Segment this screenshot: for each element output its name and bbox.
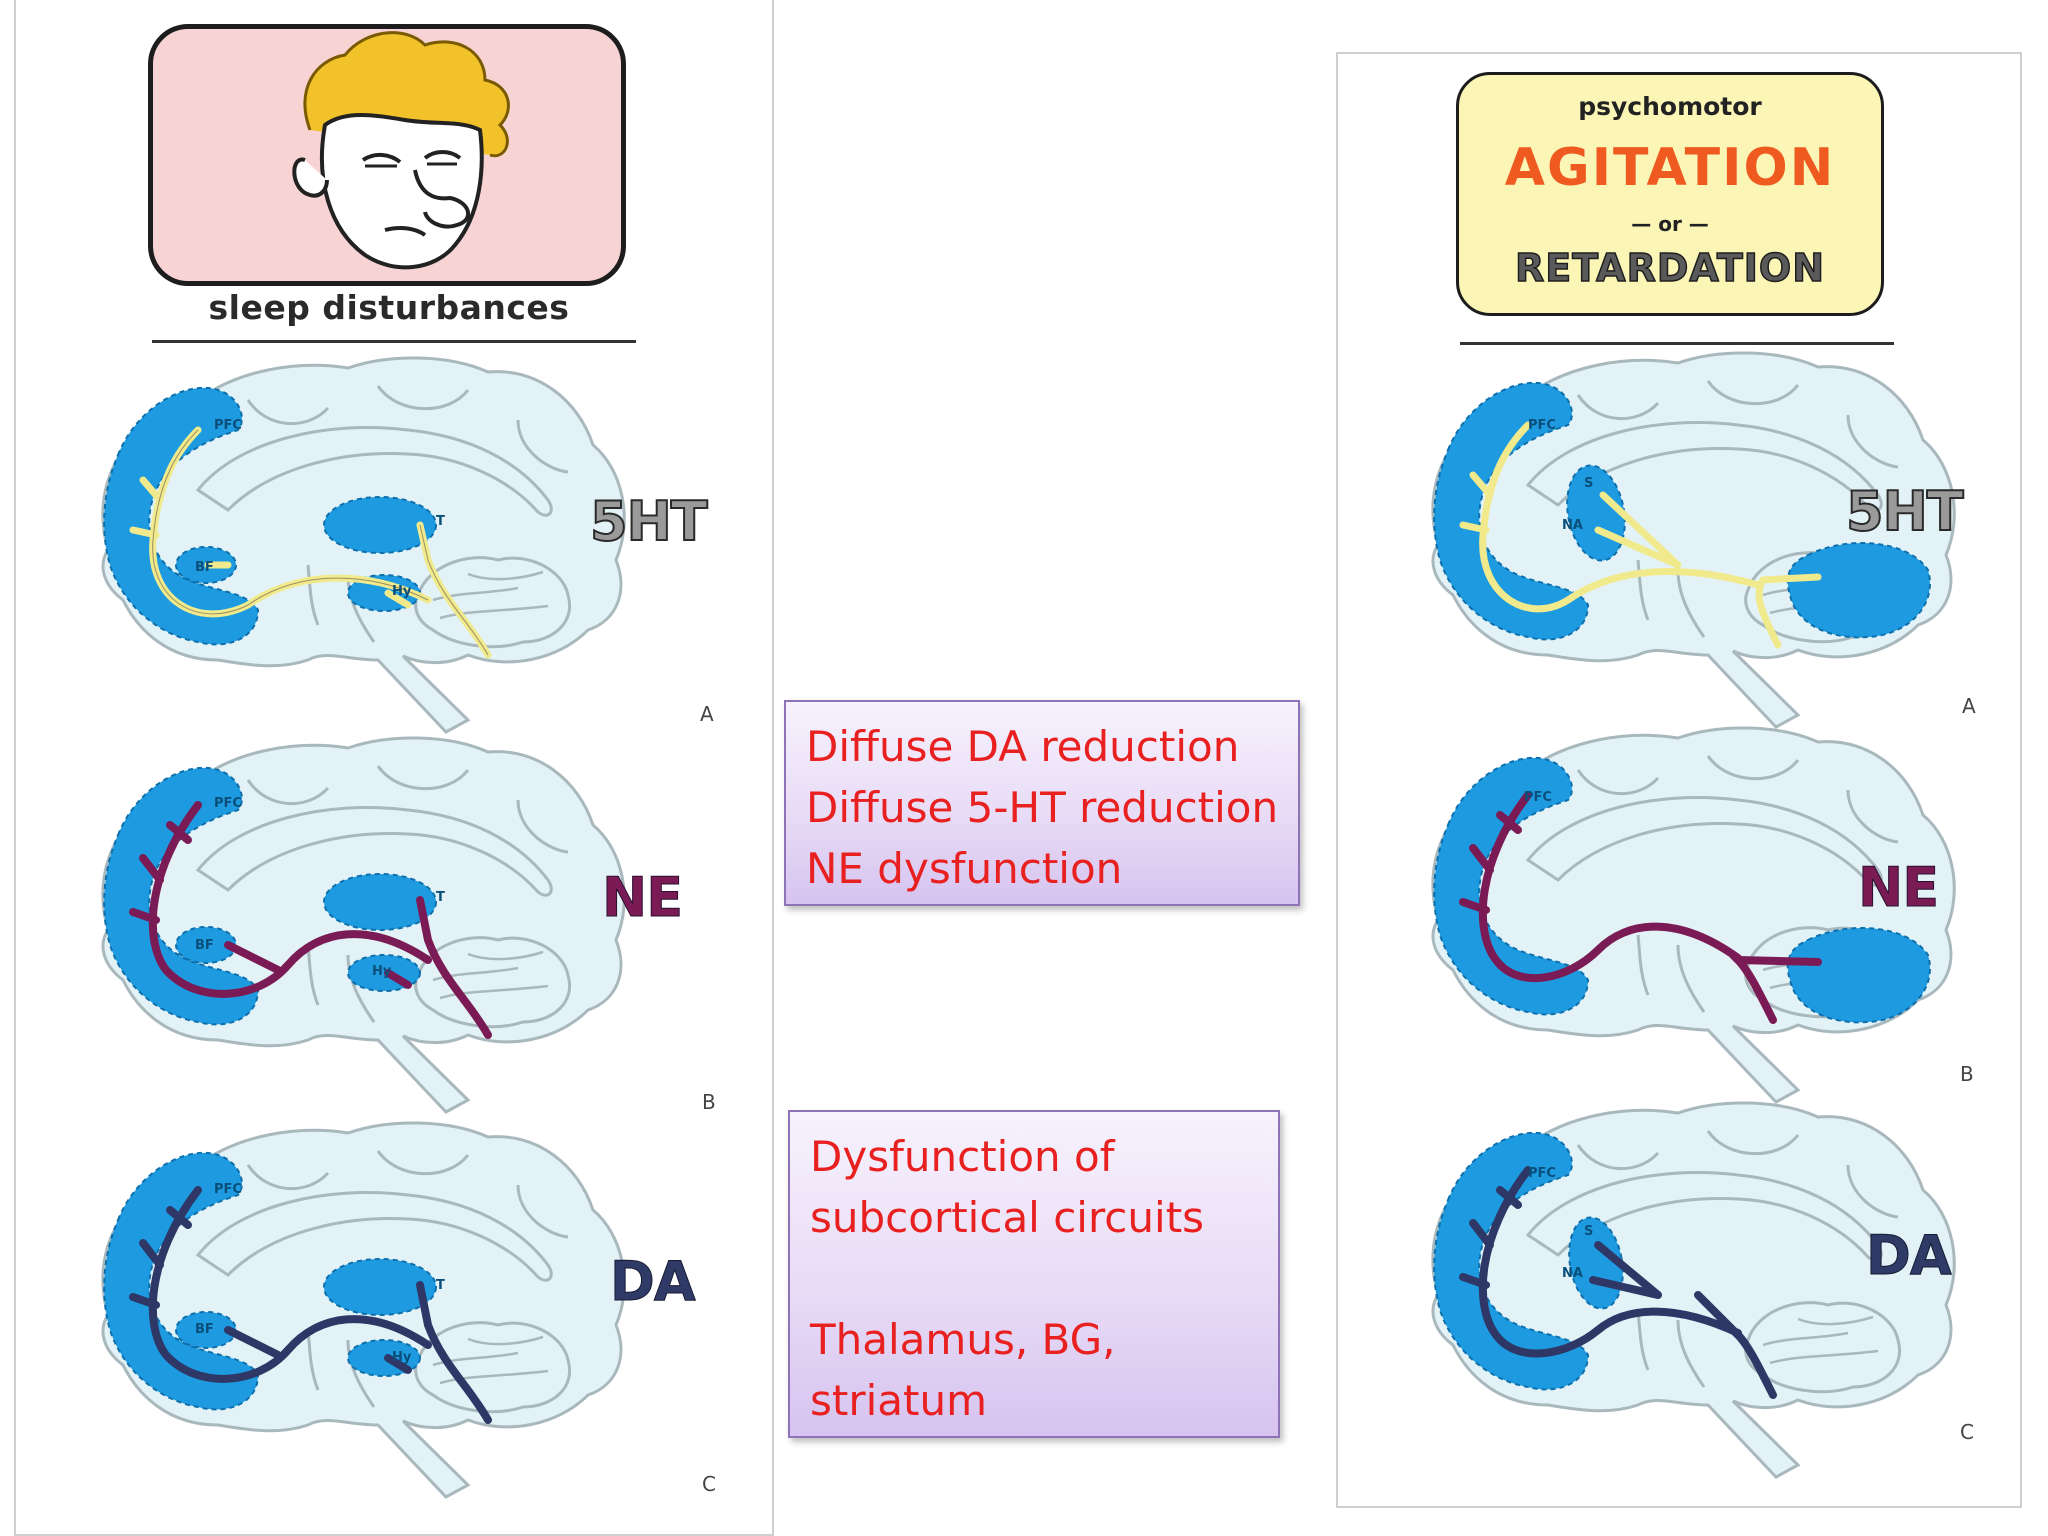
or-label: — or — [1631, 212, 1709, 236]
right-5ht-na-label: NA [1562, 518, 1583, 533]
psychomotor-label: psychomotor [1578, 92, 1762, 121]
left-5ht-label: 5HT [589, 489, 709, 554]
right-ne-label: NE [1857, 856, 1939, 920]
left-ne-label: NE [601, 866, 683, 930]
right-ne-pfc-label: PFC [1524, 790, 1552, 805]
right-da-pfc-label: PFC [1528, 1166, 1556, 1181]
left-da-pfc-label: PFC [214, 1182, 242, 1197]
left-letter-a: A [700, 702, 714, 726]
right-brain-da [1431, 1101, 1956, 1479]
left-5ht-bf-label: BF [195, 560, 214, 575]
note-line: Diffuse 5-HT reduction [806, 783, 1279, 832]
right-da-s-label: S [1584, 1224, 1594, 1239]
subcortical-circuit-note: Dysfunction of subcortical circuits Thal… [788, 1110, 1280, 1438]
agitation-label: AGITATION [1504, 138, 1836, 198]
right-5ht-pfc-label: PFC [1528, 418, 1556, 433]
left-brain-ne [101, 736, 626, 1114]
left-da-bf-label: BF [195, 1322, 214, 1337]
left-ne-hy-label: Hy [372, 964, 392, 979]
left-ne-t-label: T [436, 890, 445, 905]
left-da-hy-label: Hy [392, 1350, 412, 1365]
left-da-label: DA [610, 1250, 697, 1314]
sleep-disturbances-caption: sleep disturbances [208, 288, 570, 327]
right-letter-c: C [1960, 1420, 1974, 1444]
psychomotor-cartoon-box [1456, 72, 1884, 316]
right-brain-ne [1431, 726, 1956, 1104]
left-caption-rule [152, 340, 636, 343]
right-letter-b: B [1960, 1062, 1974, 1086]
retardation-label: RETARDATION [1514, 245, 1826, 291]
left-5ht-t-label: T [436, 514, 445, 529]
left-da-t-label: T [436, 1278, 445, 1293]
left-letter-c: C [702, 1472, 716, 1496]
note-line: striatum [810, 1376, 988, 1425]
note-line: Dysfunction of [810, 1132, 1115, 1181]
sleepy-face-illustration [292, 31, 510, 270]
note-line: NE dysfunction [806, 844, 1123, 893]
right-da-label: DA [1866, 1224, 1953, 1288]
left-5ht-hy-label: Hy [392, 584, 412, 599]
note-blank-line [810, 1248, 1258, 1309]
left-ne-pfc-label: PFC [214, 796, 242, 811]
right-5ht-label: 5HT [1845, 479, 1965, 544]
note-line: Thalamus, BG, [810, 1315, 1116, 1364]
right-5ht-s-label: S [1584, 476, 1594, 491]
left-letter-b: B [702, 1090, 716, 1114]
right-da-na-label: NA [1562, 1266, 1583, 1281]
left-brain-da [101, 1121, 626, 1499]
right-letter-a: A [1962, 694, 1976, 718]
left-brain-5ht [101, 356, 626, 734]
left-ne-bf-label: BF [195, 938, 214, 953]
left-5ht-pfc-label: PFC [214, 418, 242, 433]
neurotransmitter-summary-note: Diffuse DA reduction Diffuse 5-HT reduct… [784, 700, 1300, 906]
note-line: Diffuse DA reduction [806, 722, 1240, 771]
right-brain-5ht [1431, 351, 1956, 729]
note-line: subcortical circuits [810, 1193, 1205, 1242]
right-caption-rule [1460, 342, 1894, 345]
